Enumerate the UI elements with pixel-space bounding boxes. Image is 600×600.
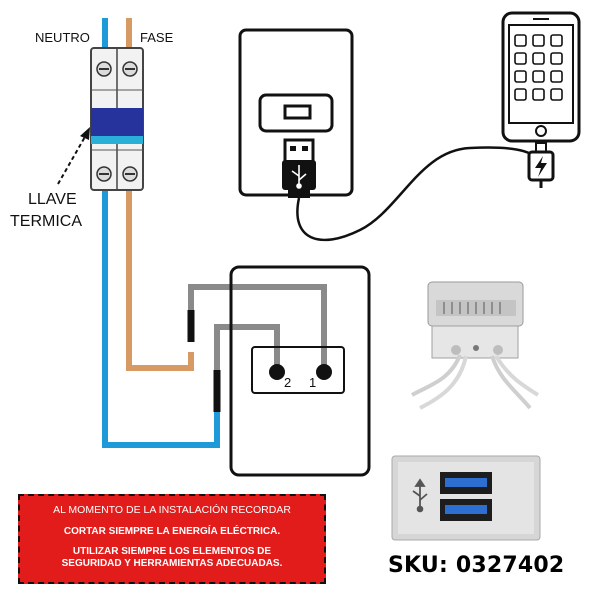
warning-line-3: UTILIZAR SIEMPRE LOS ELEMENTOS DE: [72, 546, 272, 557]
llave-arrow: [57, 134, 87, 185]
usb-symbol-icon: [412, 478, 428, 513]
gray-wire-neutral: [214, 324, 280, 372]
switch-box: [229, 265, 371, 477]
phone-app-grid: [514, 34, 563, 101]
circuit-breaker: [90, 47, 144, 191]
llave-arrowhead: [80, 127, 90, 140]
lightning-icon: [535, 156, 547, 177]
module-front-photo: [391, 455, 541, 541]
module-back-photo: [411, 281, 540, 410]
usb-cable: [296, 146, 541, 242]
terminal-2-label: 2: [284, 375, 291, 390]
llave-label-line2: TERMICA: [10, 213, 82, 230]
neutral-wire: [102, 190, 220, 448]
usb-icon: [291, 165, 307, 189]
warning-line-1: AL MOMENTO DE LA INSTALACIÓN RECORDAR: [53, 504, 291, 516]
warning-line-4: SEGURIDAD Y HERRAMIENTAS ADECUADAS.: [61, 558, 283, 569]
terminal-1-label: 1: [309, 375, 316, 390]
neutro-label: NEUTRO: [35, 30, 90, 45]
warning-line-2: CORTAR SIEMPRE LA ENERGÍA ELÉCTRICA.: [63, 526, 281, 537]
fase-label: FASE: [140, 30, 174, 45]
sku-label: SKU: 0327402: [388, 553, 565, 578]
safety-warning: AL MOMENTO DE LA INSTALACIÓN RECORDAR CO…: [18, 494, 326, 584]
llave-label-line1: LLAVE: [28, 191, 77, 208]
phase-wire: [126, 190, 194, 371]
